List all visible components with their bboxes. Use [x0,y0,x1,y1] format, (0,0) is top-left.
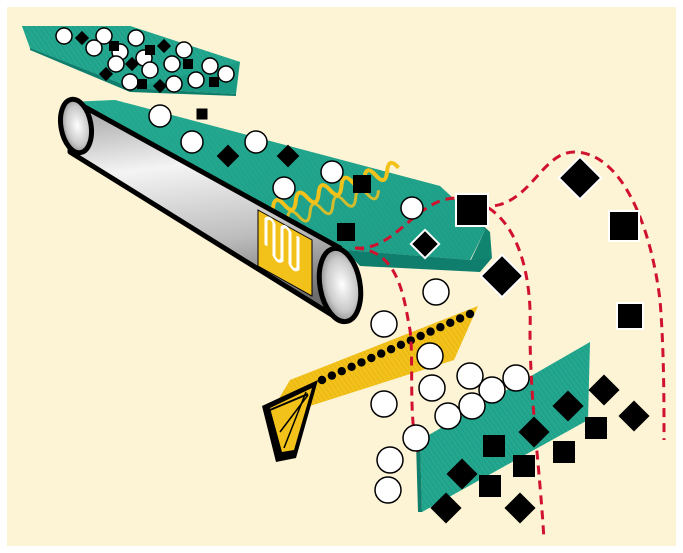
white-circle-particle [418,374,446,402]
electrode-dot [357,358,366,367]
trajectory-outer [479,150,666,441]
black-square-particle [513,455,535,477]
electrode-dot [337,367,346,376]
white-circle-particle [148,104,172,128]
electrode-dot [347,362,356,371]
white-circle-particle [201,57,219,75]
black-diamond-particle [618,400,650,432]
black-diamond-particle [588,374,620,406]
black-square-particle [483,435,505,457]
black-square-particle [209,77,219,87]
white-circle-particle [85,39,103,57]
white-circle-particle [163,55,181,73]
white-circle-particle [374,476,402,504]
black-square-particle [145,45,155,55]
electrode-dot [386,345,396,354]
black-square-particle [196,108,208,120]
black-diamond-particle [409,228,441,260]
white-circle-particle [272,176,296,200]
black-diamond-particle [479,253,525,299]
black-square-particle [553,441,575,463]
white-circle-particle [107,55,125,73]
white-circle-particle [127,29,145,47]
black-square-particle [585,417,607,439]
white-circle-particle [370,390,398,418]
charging-electrode [262,306,478,462]
electrode-dot [327,371,337,380]
white-circle-particle [55,27,73,45]
white-circle-particle [402,424,430,452]
white-circle-particle [141,61,159,79]
black-square-particle [353,175,371,193]
white-circle-particle [478,376,506,404]
roller [58,96,364,325]
white-circle-particle [376,446,404,474]
white-circle-particle [456,362,484,390]
heater-coil-upper [270,160,400,212]
roller-heater-plate [257,209,313,297]
white-circle-particle [416,342,444,370]
white-circle-particle [217,65,235,83]
trajectory-inner [354,246,420,453]
electrode-dot [396,340,406,349]
white-circle-particle [400,196,424,220]
electrode-dot [377,349,386,358]
white-circle-particle [175,41,193,59]
roller-back-end [58,96,94,156]
white-circle-particle [434,402,462,430]
black-square-particle [183,59,193,69]
black-diamond-particle [446,458,478,490]
black-square-particle [608,210,640,242]
white-circle-particle [502,364,530,392]
white-circle-particle [180,130,204,154]
black-square-particle [455,193,489,227]
electrode-plate [266,306,478,420]
white-circle-particle [95,27,113,45]
white-circle-particle [320,160,344,184]
electrode-dot [426,327,435,336]
black-diamond-particle [552,390,584,422]
black-square-particle [109,41,119,51]
electrode-dot [406,336,415,345]
white-circle-particle [422,278,450,306]
electrode-dot [446,318,455,327]
electrode-dot [436,323,445,332]
electrode-dots [317,309,475,385]
black-diamond-particle [557,155,603,201]
white-circle-particle [244,130,268,154]
black-square-particle [137,79,147,89]
black-square-particle [337,223,355,241]
white-circle-particle [458,392,486,420]
black-square-particle [479,475,501,497]
roller-front-end [316,245,364,325]
electrode-dot [416,331,425,341]
white-circle-particle [370,310,398,338]
black-diamond-particle [518,416,550,448]
electrode-dot [465,309,475,319]
black-square-particle [616,302,644,330]
electrode-dot [367,353,376,363]
white-circle-particle [187,71,205,89]
electrode-dot [455,314,465,323]
white-circle-particle [165,75,183,93]
white-circle-particle [121,73,139,91]
electrode-dot [317,375,327,385]
black-diamond-particle [430,492,462,524]
